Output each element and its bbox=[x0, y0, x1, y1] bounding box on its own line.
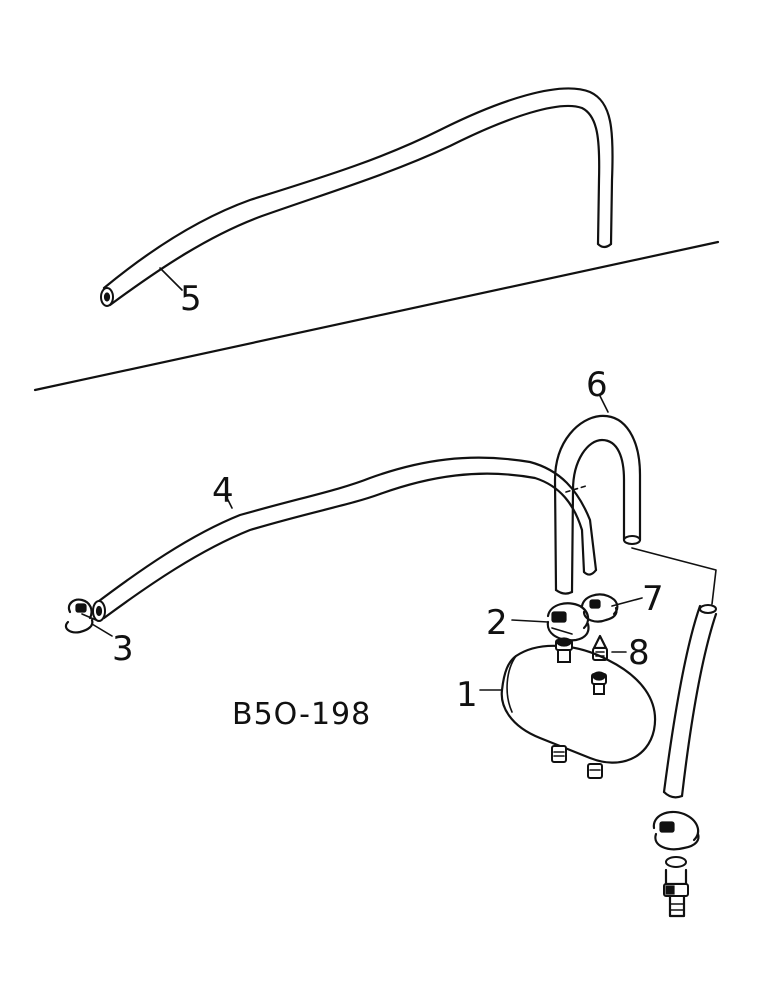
hose-part-5 bbox=[100, 87, 614, 307]
leader-4 bbox=[224, 493, 233, 509]
leader-7 bbox=[611, 597, 643, 607]
clamp-part-3 bbox=[64, 598, 97, 634]
figure-code: B5O-198 bbox=[232, 697, 371, 732]
callout-7: 7 bbox=[642, 579, 664, 619]
callout-6: 6 bbox=[586, 365, 608, 405]
vertical-hose bbox=[662, 604, 718, 799]
leader-5 bbox=[159, 267, 183, 291]
hose-part-4 bbox=[92, 456, 598, 622]
clamp-part-7 bbox=[580, 593, 619, 623]
hose-connector-line bbox=[631, 547, 717, 605]
leader-6 bbox=[599, 395, 609, 413]
lower-clamp bbox=[652, 810, 700, 851]
tank-part-1 bbox=[500, 637, 657, 779]
callout-8: 8 bbox=[628, 633, 650, 673]
callout-5: 5 bbox=[180, 279, 202, 319]
callout-4: 4 bbox=[212, 471, 234, 511]
leader-3 bbox=[91, 623, 113, 637]
leader-2 bbox=[511, 619, 549, 623]
lower-fitting bbox=[663, 856, 689, 918]
callout-2: 2 bbox=[486, 603, 508, 643]
divider-line bbox=[33, 240, 720, 392]
hose-part-6 bbox=[553, 414, 642, 595]
callout-3: 3 bbox=[112, 629, 134, 669]
clamp-part-2 bbox=[546, 602, 590, 642]
callout-1: 1 bbox=[456, 675, 478, 715]
